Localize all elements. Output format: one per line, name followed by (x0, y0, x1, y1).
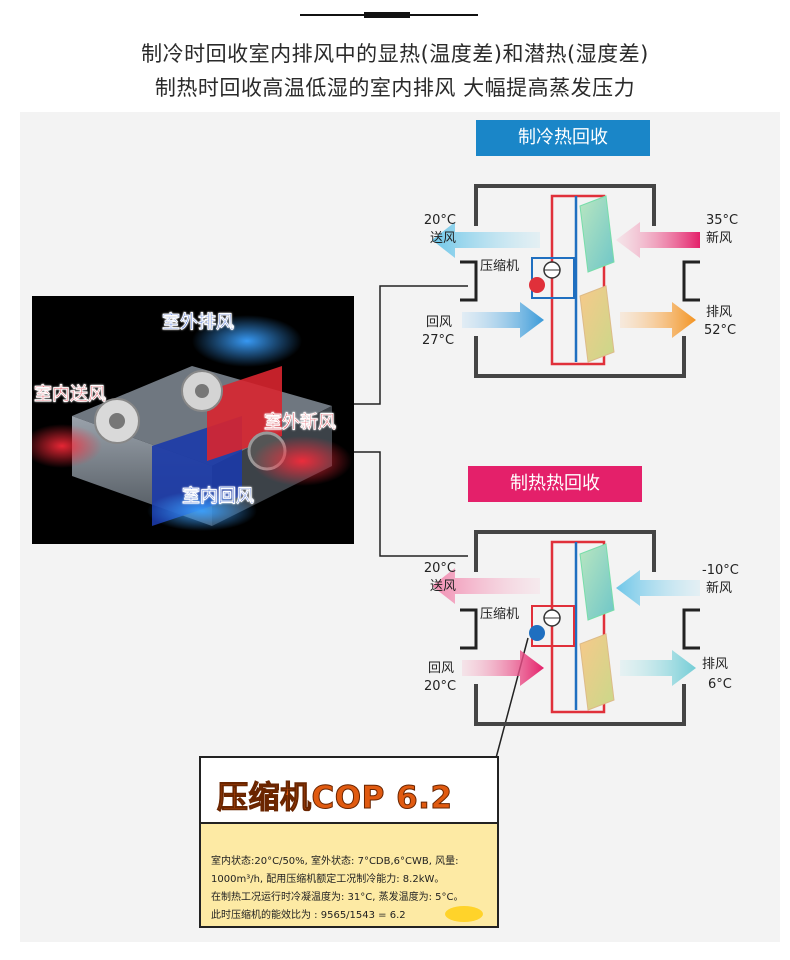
label-indoor-return: 室内回风 (182, 486, 254, 507)
cooling-supply-temp: 20°C (423, 213, 456, 228)
cooling-exhaust-temp: 52°C (704, 323, 737, 338)
cooling-condenser-coil (579, 285, 615, 363)
heating-compressor-icon (529, 625, 545, 641)
heating-condenser-coil (579, 633, 615, 711)
heating-compressor-label: 压缩机 (480, 607, 520, 622)
heating-supply-arrow (432, 568, 540, 604)
label-outdoor-exhaust: 室外排风 (162, 312, 234, 333)
headline-line-1: 制冷时回收室内排风中的显热(温度差)和潜热(湿度差) (141, 42, 649, 66)
cooling-evaporator-coil (579, 195, 615, 273)
cooling-return-label: 回风 (426, 315, 453, 330)
heating-evaporator-coil (579, 543, 615, 621)
cop-title: 压缩机COP 6.2 (217, 780, 453, 817)
label-outdoor-fresh: 室外新风 (264, 412, 336, 433)
cooling-compressor-icon (529, 277, 545, 293)
heating-exhaust-label: 排风 (702, 657, 729, 672)
cop-callout: 压缩机COP 6.2 室内状态:20°C/50%, 室外状态: 7°CDB,6°… (199, 756, 499, 928)
cooling-supply-label: 送风 (429, 231, 456, 246)
cop-text-line-2: 1000m³/h, 配用压缩机额定工况制冷能力: 8.2kW。 (211, 874, 445, 885)
label-indoor-supply: 室内送风 (34, 384, 106, 405)
cooling-fresh-label: 新风 (706, 231, 733, 246)
cooling-supply-arrow (432, 222, 540, 258)
cop-text-line-4: 此时压缩机的能效比为 : 9565/1543 = 6.2 (211, 910, 406, 921)
heating-fresh-label: 新风 (706, 581, 733, 596)
cop-text-line-3: 在制热工况运行时冷凝温度为: 31°C, 蒸发温度为: 5°C。 (211, 892, 464, 903)
heating-supply-label: 送风 (429, 579, 456, 594)
cooling-banner: 制冷热回收 (476, 120, 650, 156)
cop-text-line-1: 室内状态:20°C/50%, 室外状态: 7°CDB,6°CWB, 风量: (211, 856, 459, 867)
unit-illustration (32, 315, 352, 531)
headline-line-2: 制热时回收高温低湿的室内排风 大幅提高蒸发压力 (154, 76, 636, 100)
heating-fresh-arrow (616, 570, 700, 606)
heating-return-label: 回风 (428, 661, 455, 676)
unit-photo: 室外排风 室内送风 室外新风 室内回风 (32, 296, 354, 544)
cooling-exhaust-arrow (620, 302, 696, 338)
cooling-compressor-label: 压缩机 (480, 259, 520, 274)
heating-exhaust-arrow (620, 650, 696, 686)
top-divider-accent (364, 12, 410, 18)
heating-banner: 制热热回收 (468, 466, 642, 502)
cooling-exhaust-label: 排风 (706, 305, 733, 320)
heating-return-temp: 20°C (424, 679, 457, 694)
heating-fresh-temp: -10°C (702, 563, 739, 578)
heating-return-arrow (462, 650, 544, 686)
cooling-return-temp: 27°C (422, 333, 455, 348)
heating-exhaust-temp: 6°C (708, 677, 732, 692)
heating-supply-temp: 20°C (423, 561, 456, 576)
cooling-fresh-arrow (616, 222, 700, 258)
cooling-fresh-temp: 35°C (706, 213, 739, 228)
cooling-return-arrow (462, 302, 544, 338)
cop-title-area: 压缩机COP 6.2 (201, 758, 497, 824)
cop-value-highlight (445, 906, 483, 922)
